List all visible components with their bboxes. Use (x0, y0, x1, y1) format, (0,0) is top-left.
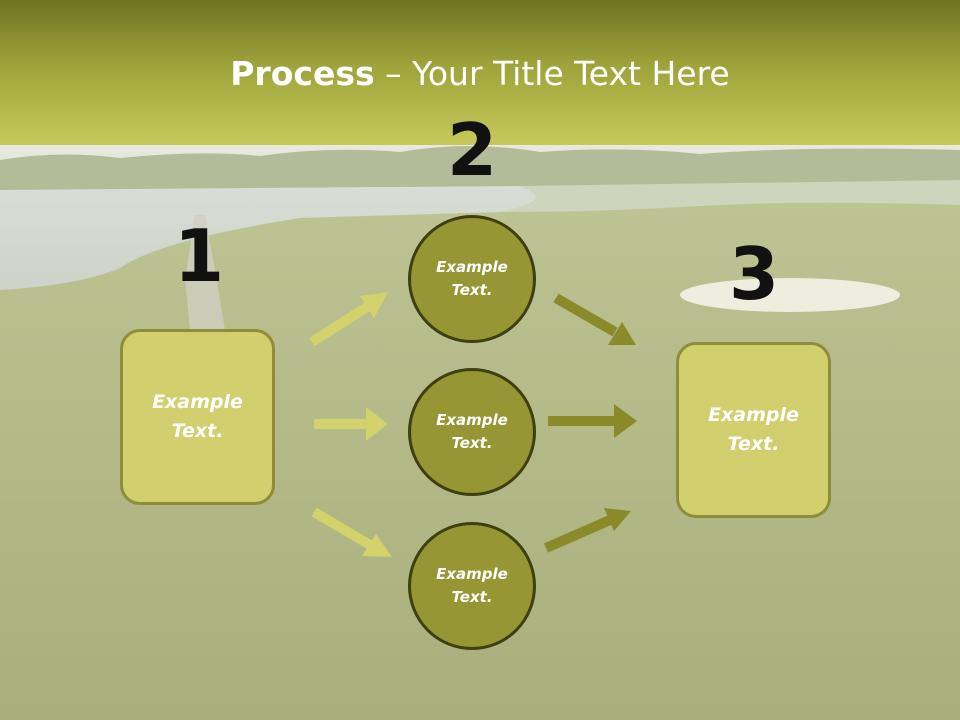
arrow-right-middle (548, 404, 637, 438)
step-number-2: 2 (446, 108, 498, 192)
step-3-text: Example Text. (708, 404, 799, 455)
arrow-right-up (543, 508, 631, 553)
step-3-box: Example Text. (676, 342, 831, 518)
slide-title: Process – Your Title Text Here (0, 52, 960, 96)
arrow-right-down (553, 293, 636, 345)
circle-top-text: Example Text. (436, 258, 508, 299)
step-1-box: Example Text. (120, 329, 275, 505)
arrow-left-down (311, 507, 392, 557)
arrow-left-up (309, 292, 388, 347)
title-rest: – Your Title Text Here (374, 54, 730, 93)
step-1-text: Example Text. (152, 391, 243, 442)
circle-bottom-text: Example Text. (436, 565, 508, 606)
title-bold: Process (230, 54, 375, 93)
circle-middle-text: Example Text. (436, 411, 508, 452)
step-2-circle-top: Example Text. (408, 215, 536, 343)
arrow-left-middle (314, 407, 388, 441)
step-number-1: 1 (173, 214, 225, 298)
step-2-circle-middle: Example Text. (408, 368, 536, 496)
title-bar: Process – Your Title Text Here (0, 0, 960, 145)
step-number-3: 3 (728, 232, 780, 316)
step-2-circle-bottom: Example Text. (408, 522, 536, 650)
